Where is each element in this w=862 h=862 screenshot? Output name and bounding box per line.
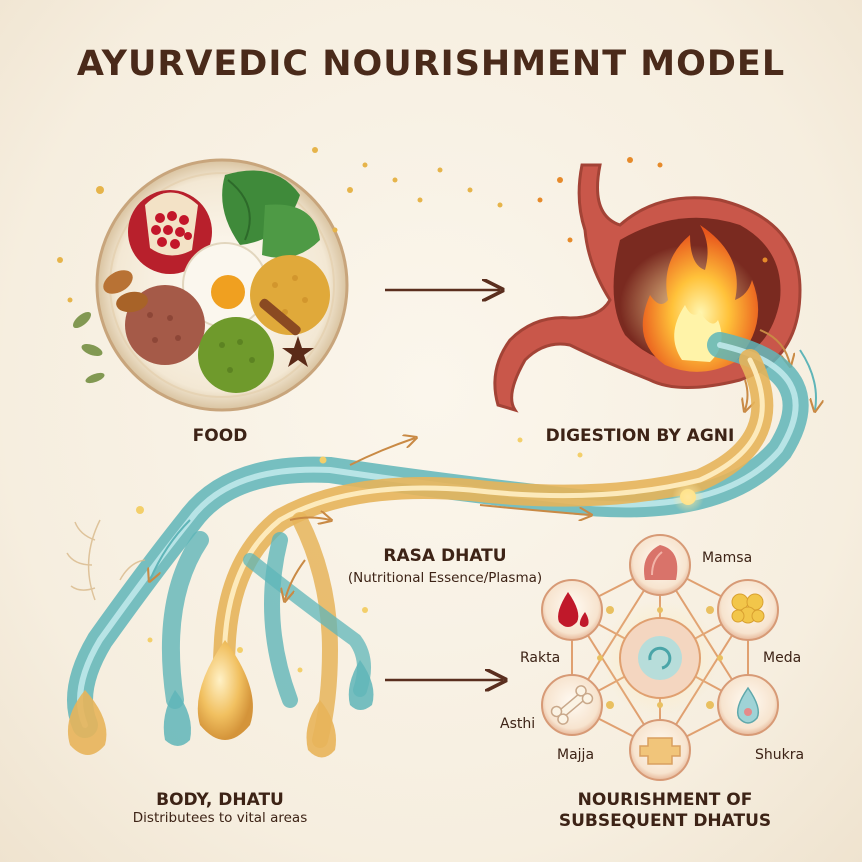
- flow-arrow: [799, 349, 816, 410]
- blood-drop-icon: [541, 579, 603, 641]
- label-shukra: Shukra: [755, 747, 805, 763]
- flow-arrow: [745, 379, 748, 410]
- label-mamsa: Mamsa: [702, 550, 753, 566]
- label-rakta: Rakta: [520, 650, 561, 666]
- label-asthi: Asthi: [500, 716, 536, 732]
- label-nourishment-line1: NOURISHMENT OF: [577, 790, 753, 810]
- food-plate-icon: [95, 158, 349, 412]
- label-nourishment-line2: SUBSEQUENT DHATUS: [558, 811, 772, 831]
- decorative-leaves: [72, 311, 105, 384]
- stomach-sparkles: [537, 157, 768, 263]
- label-digestion: DIGESTION BY AGNI: [545, 426, 735, 446]
- flow-arrow: [759, 329, 790, 365]
- bone-icon: [541, 674, 603, 736]
- reproductive-drop-icon: [717, 674, 779, 736]
- flesh-icon: [629, 534, 691, 596]
- marrow-icon: [629, 719, 691, 781]
- flow-arrow: [285, 559, 306, 600]
- page-title: AYURVEDIC NOURISHMENT MODEL: [76, 44, 786, 84]
- flow-arrow: [289, 518, 330, 521]
- label-food: FOOD: [192, 426, 248, 446]
- dhatu-network-icon: [571, 563, 749, 752]
- label-body-subtitle: Distributees to vital areas: [132, 810, 308, 826]
- flow-arrow: [479, 504, 590, 515]
- flow-arrow: [150, 519, 191, 580]
- label-body-dhatu: BODY, DHATU: [156, 790, 284, 810]
- label-rasa-dhatu: RASA DHATU: [383, 546, 507, 566]
- fat-icon: [717, 579, 779, 641]
- stream-sparkles: [136, 437, 583, 673]
- label-meda: Meda: [763, 650, 802, 666]
- flow-arrow: [349, 438, 415, 466]
- decorative-floral: [66, 519, 146, 601]
- label-rasa-subtitle: (Nutritional Essence/Plasma): [347, 570, 543, 586]
- label-majja: Majja: [557, 747, 595, 763]
- essence-stream-icon: [67, 332, 809, 758]
- plate-sparkles: [57, 147, 503, 303]
